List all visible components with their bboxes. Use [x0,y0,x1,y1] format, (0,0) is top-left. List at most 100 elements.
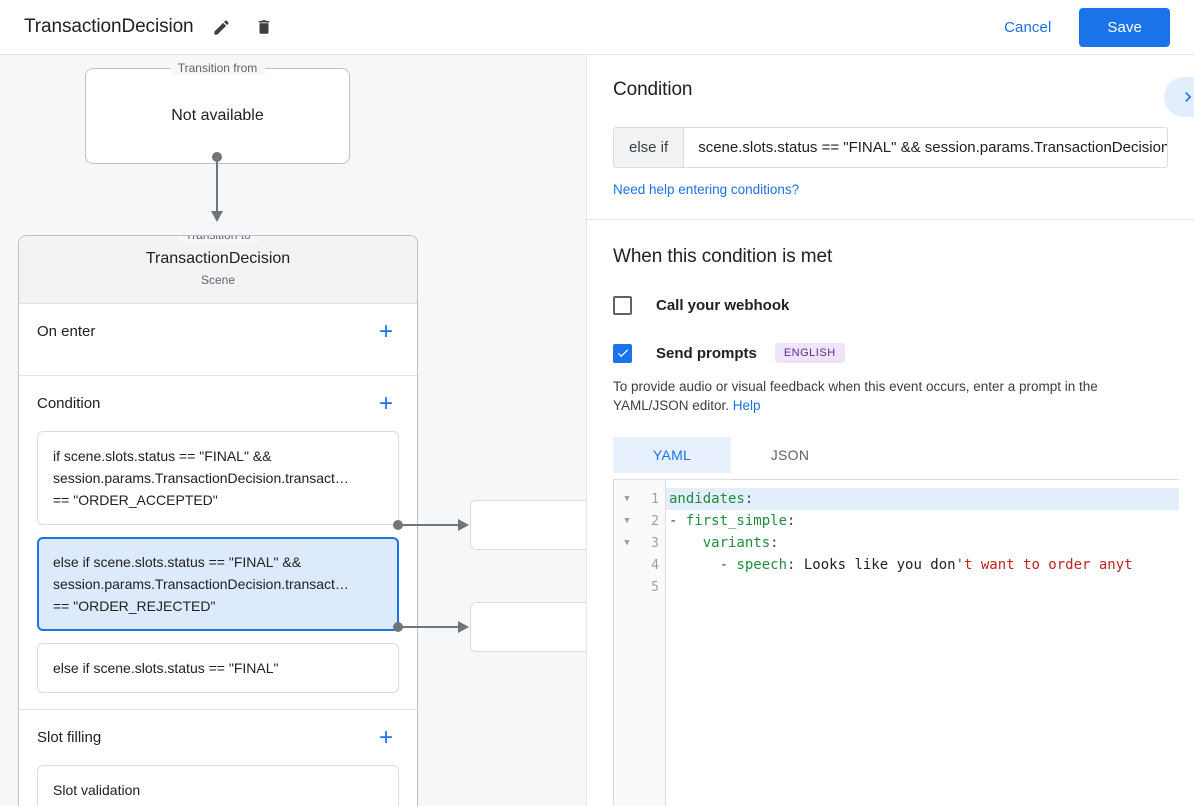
connector-line-1 [400,524,462,526]
scene-name: TransactionDecision [145,250,291,267]
connector-arrow-1 [458,519,469,531]
tab-yaml[interactable]: YAML [613,437,731,473]
scene-section: Slot filling + Slot validation [19,710,417,806]
section-title: On enter [37,323,96,340]
transition-from-box[interactable]: Transition from Not available [85,61,350,164]
editor-code-line: - first_simple: [666,510,1179,532]
section-header: Condition + [37,376,399,431]
code-token: first_simple [685,513,788,529]
when-condition-heading: When this condition is met [613,246,833,267]
condition-card-line: == "ORDER_ACCEPTED" [53,492,218,508]
save-button[interactable]: Save [1079,7,1170,47]
fold-triangle-icon[interactable]: ▼ [624,516,630,526]
add-icon[interactable]: + [373,319,399,345]
condition-card-line: if scene.slots.status == "FINAL" && [53,448,272,464]
condition-input[interactable]: scene.slots.status == "FINAL" && session… [698,139,1167,156]
editor-code-line: andidates: [666,488,1179,510]
chevron-right-icon[interactable] [1164,77,1194,117]
condition-card[interactable]: Slot validation [37,765,399,806]
editor-code-line: - speech: Looks like you don't want to o… [666,554,1179,576]
prompts-hint-text: To provide audio or visual feedback when… [613,379,1098,413]
condition-card-line: else if scene.slots.status == "FINAL" [53,660,279,676]
condition-card-line: session.params.TransactionDecision.trans… [53,470,349,486]
condition-help-link[interactable]: Need help entering conditions? [613,182,800,197]
line-number: 2 [651,513,659,529]
pencil-icon-glyph [214,19,229,35]
add-icon[interactable]: + [373,725,399,751]
editor-gutter-line: 5 [614,576,665,598]
editor-gutter-line: ▼1 [614,488,665,510]
page-title: TransactionDecision [24,16,194,37]
scene-section: Condition + if scene.slots.status == "FINA… [19,376,417,710]
prompts-hint: To provide audio or visual feedback when… [613,377,1168,415]
connector-arrow-down [211,211,223,222]
transition-from-value: Not available [171,107,264,124]
add-icon[interactable]: + [373,391,399,417]
call-webhook-checkbox[interactable] [613,296,632,315]
send-prompts-row[interactable]: Send prompts ENGLISH [613,343,1168,363]
transition-from-legend: Transition from [169,61,266,75]
editor-code-area[interactable]: andidates:- first_simple: variants: - sp… [666,480,1179,806]
code-token: - [669,513,686,529]
editor-format-tabs: YAML JSON [613,437,1168,473]
line-number: 3 [651,535,659,551]
target-box-1[interactable] [470,500,586,550]
call-webhook-label: Call your webhook [656,297,790,314]
section-title: Condition [37,395,101,412]
code-token: 't want to order anyt [955,557,1133,573]
transition-to-legend: Transition to [177,236,259,242]
prompts-help-link[interactable]: Help [732,398,761,413]
scene-section: On enter + [19,304,417,376]
editor-code-line [666,576,1179,598]
condition-prefix: else if [614,128,685,167]
section-header: Slot filling + [37,710,399,765]
code-token: andidates [669,491,745,507]
pencil-icon[interactable] [208,13,236,41]
editor-gutter-line: 4 [614,554,665,576]
code-token: variants [702,535,771,551]
condition-card[interactable]: else if scene.slots.status == "FINAL" [37,643,399,693]
send-prompts-checkbox[interactable] [613,343,632,363]
condition-card-line: == "ORDER_REJECTED" [53,598,216,614]
line-number: 4 [651,557,659,573]
line-number: 5 [651,579,659,595]
code-token: : [770,535,779,551]
editor-gutter-line: ▼2 [614,510,665,532]
trash-icon[interactable] [250,13,278,41]
condition-card[interactable]: if scene.slots.status == "FINAL" && sessi… [37,431,399,525]
condition-card-line: Slot validation [53,782,141,798]
condition-card-line: session.params.TransactionDecision.trans… [53,576,349,592]
line-number: 1 [651,491,659,507]
condition-detail-panel: Condition else if scene.slots.status == … [586,55,1194,806]
fold-triangle-icon[interactable]: ▼ [624,538,630,548]
when-condition-met-section: When this condition is met Call your web… [587,220,1194,806]
scene-sections: On enter + Condition + if scene.slots.status… [19,304,417,806]
scene-type: Scene [200,273,236,287]
condition-input-row[interactable]: else if scene.slots.status == "FINAL" &&… [613,127,1168,168]
code-token: : [744,491,754,507]
webhook-row[interactable]: Call your webhook [613,296,1168,315]
code-token: speech [736,557,788,573]
code-token: Looks like you don [803,557,956,573]
target-box-2[interactable] [470,602,586,652]
condition-card-line: else if scene.slots.status == "FINAL" && [53,554,302,570]
cancel-button[interactable]: Cancel [990,11,1065,44]
tab-json[interactable]: JSON [731,437,849,473]
code-token [669,535,703,551]
connector-line-2 [400,626,462,628]
send-prompts-label: Send prompts [656,344,757,362]
transition-to-box: Transition to TransactionDecision Scene … [18,235,418,806]
condition-card-selected[interactable]: else if scene.slots.status == "FINAL" &&… [37,537,399,631]
connector-line-vertical [216,157,218,213]
scene-canvas: Transition from Not available Transition… [0,55,586,806]
trash-icon-glyph [258,20,269,34]
section-title: Slot filling [37,729,102,746]
condition-heading: Condition [613,79,693,100]
condition-section: Condition else if scene.slots.status == … [587,55,1194,220]
fold-triangle-icon[interactable]: ▼ [624,494,630,504]
connector-dot-condition-1 [393,520,403,530]
connector-dot-condition-2 [393,622,403,632]
